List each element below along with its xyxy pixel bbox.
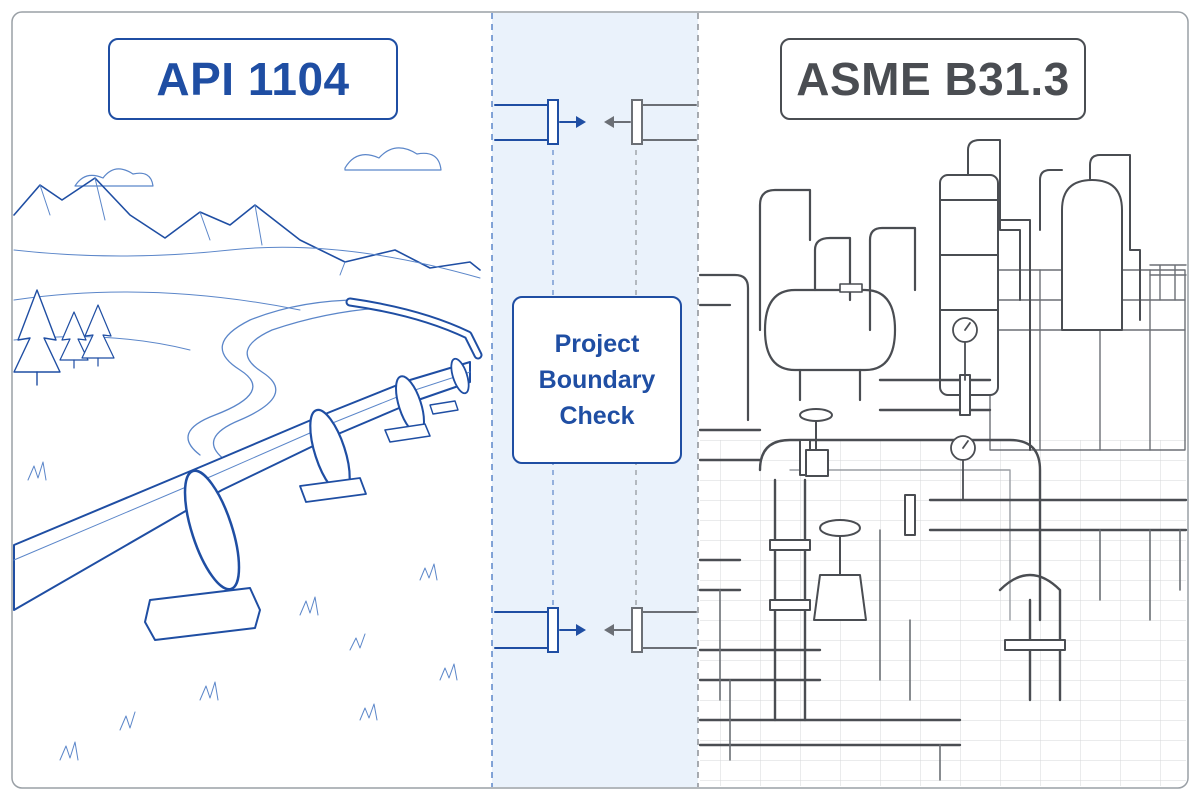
project-boundary-check-box: Project Boundary Check: [512, 296, 682, 464]
valve-handwheel-icon: [813, 519, 867, 621]
flange-connector-icon: [631, 99, 643, 145]
pipe-flange: [769, 539, 811, 551]
pipe-flange: [450, 357, 470, 395]
pipe-stands: [719, 529, 1181, 781]
arrow-right-icon: [576, 624, 586, 636]
horizontal-drum: [763, 236, 897, 402]
pipe-flange: [183, 469, 241, 591]
overhead-pipe: [868, 226, 917, 332]
arrow-left-icon: [604, 116, 614, 128]
center-label-line: Check: [559, 402, 635, 430]
overhead-pipe: [758, 188, 812, 332]
pipe-flange: [904, 494, 916, 536]
pine-tree-icon: [13, 289, 61, 386]
valve-handwheel-icon: [799, 408, 833, 477]
arrow-left-icon: [604, 624, 614, 636]
pipe-support: [299, 477, 367, 503]
pressure-vessel-icon: [1039, 154, 1141, 331]
cloud-icon: [344, 147, 442, 171]
flange-connector-icon: [547, 607, 559, 653]
mountain-range-icon: [13, 177, 481, 271]
pipeline-icon: [13, 357, 471, 641]
pipe-support: [429, 400, 459, 415]
pipeline-landscape: [13, 147, 483, 761]
process-plant: [698, 139, 1188, 786]
pine-tree-icon: [81, 304, 115, 367]
asme-b31-3-title: ASME B31.3: [780, 38, 1086, 120]
pressure-gauge-icon: [950, 435, 976, 501]
flange-connector-icon: [547, 99, 559, 145]
cloud-icon: [74, 168, 154, 187]
arrow-right-icon: [576, 116, 586, 128]
overhead-pipe: [698, 273, 750, 422]
center-label-line: Project: [554, 330, 640, 358]
pipe-support: [144, 587, 261, 641]
boundary-connectors: [494, 99, 697, 653]
distillation-column: [939, 139, 1031, 451]
center-label-line: Boundary: [538, 366, 656, 394]
plant-floor-grid: [700, 440, 1186, 786]
pipe-flange: [1004, 639, 1066, 651]
pine-tree-icon: [59, 311, 89, 369]
guard-rail: [1149, 264, 1187, 301]
pipe-support: [384, 423, 431, 443]
flange-connector-icon: [631, 607, 643, 653]
pressure-gauge-icon: [952, 317, 978, 381]
pipe-flange: [769, 599, 811, 611]
pipe-flange: [959, 374, 971, 416]
api-1104-title: API 1104: [108, 38, 398, 120]
